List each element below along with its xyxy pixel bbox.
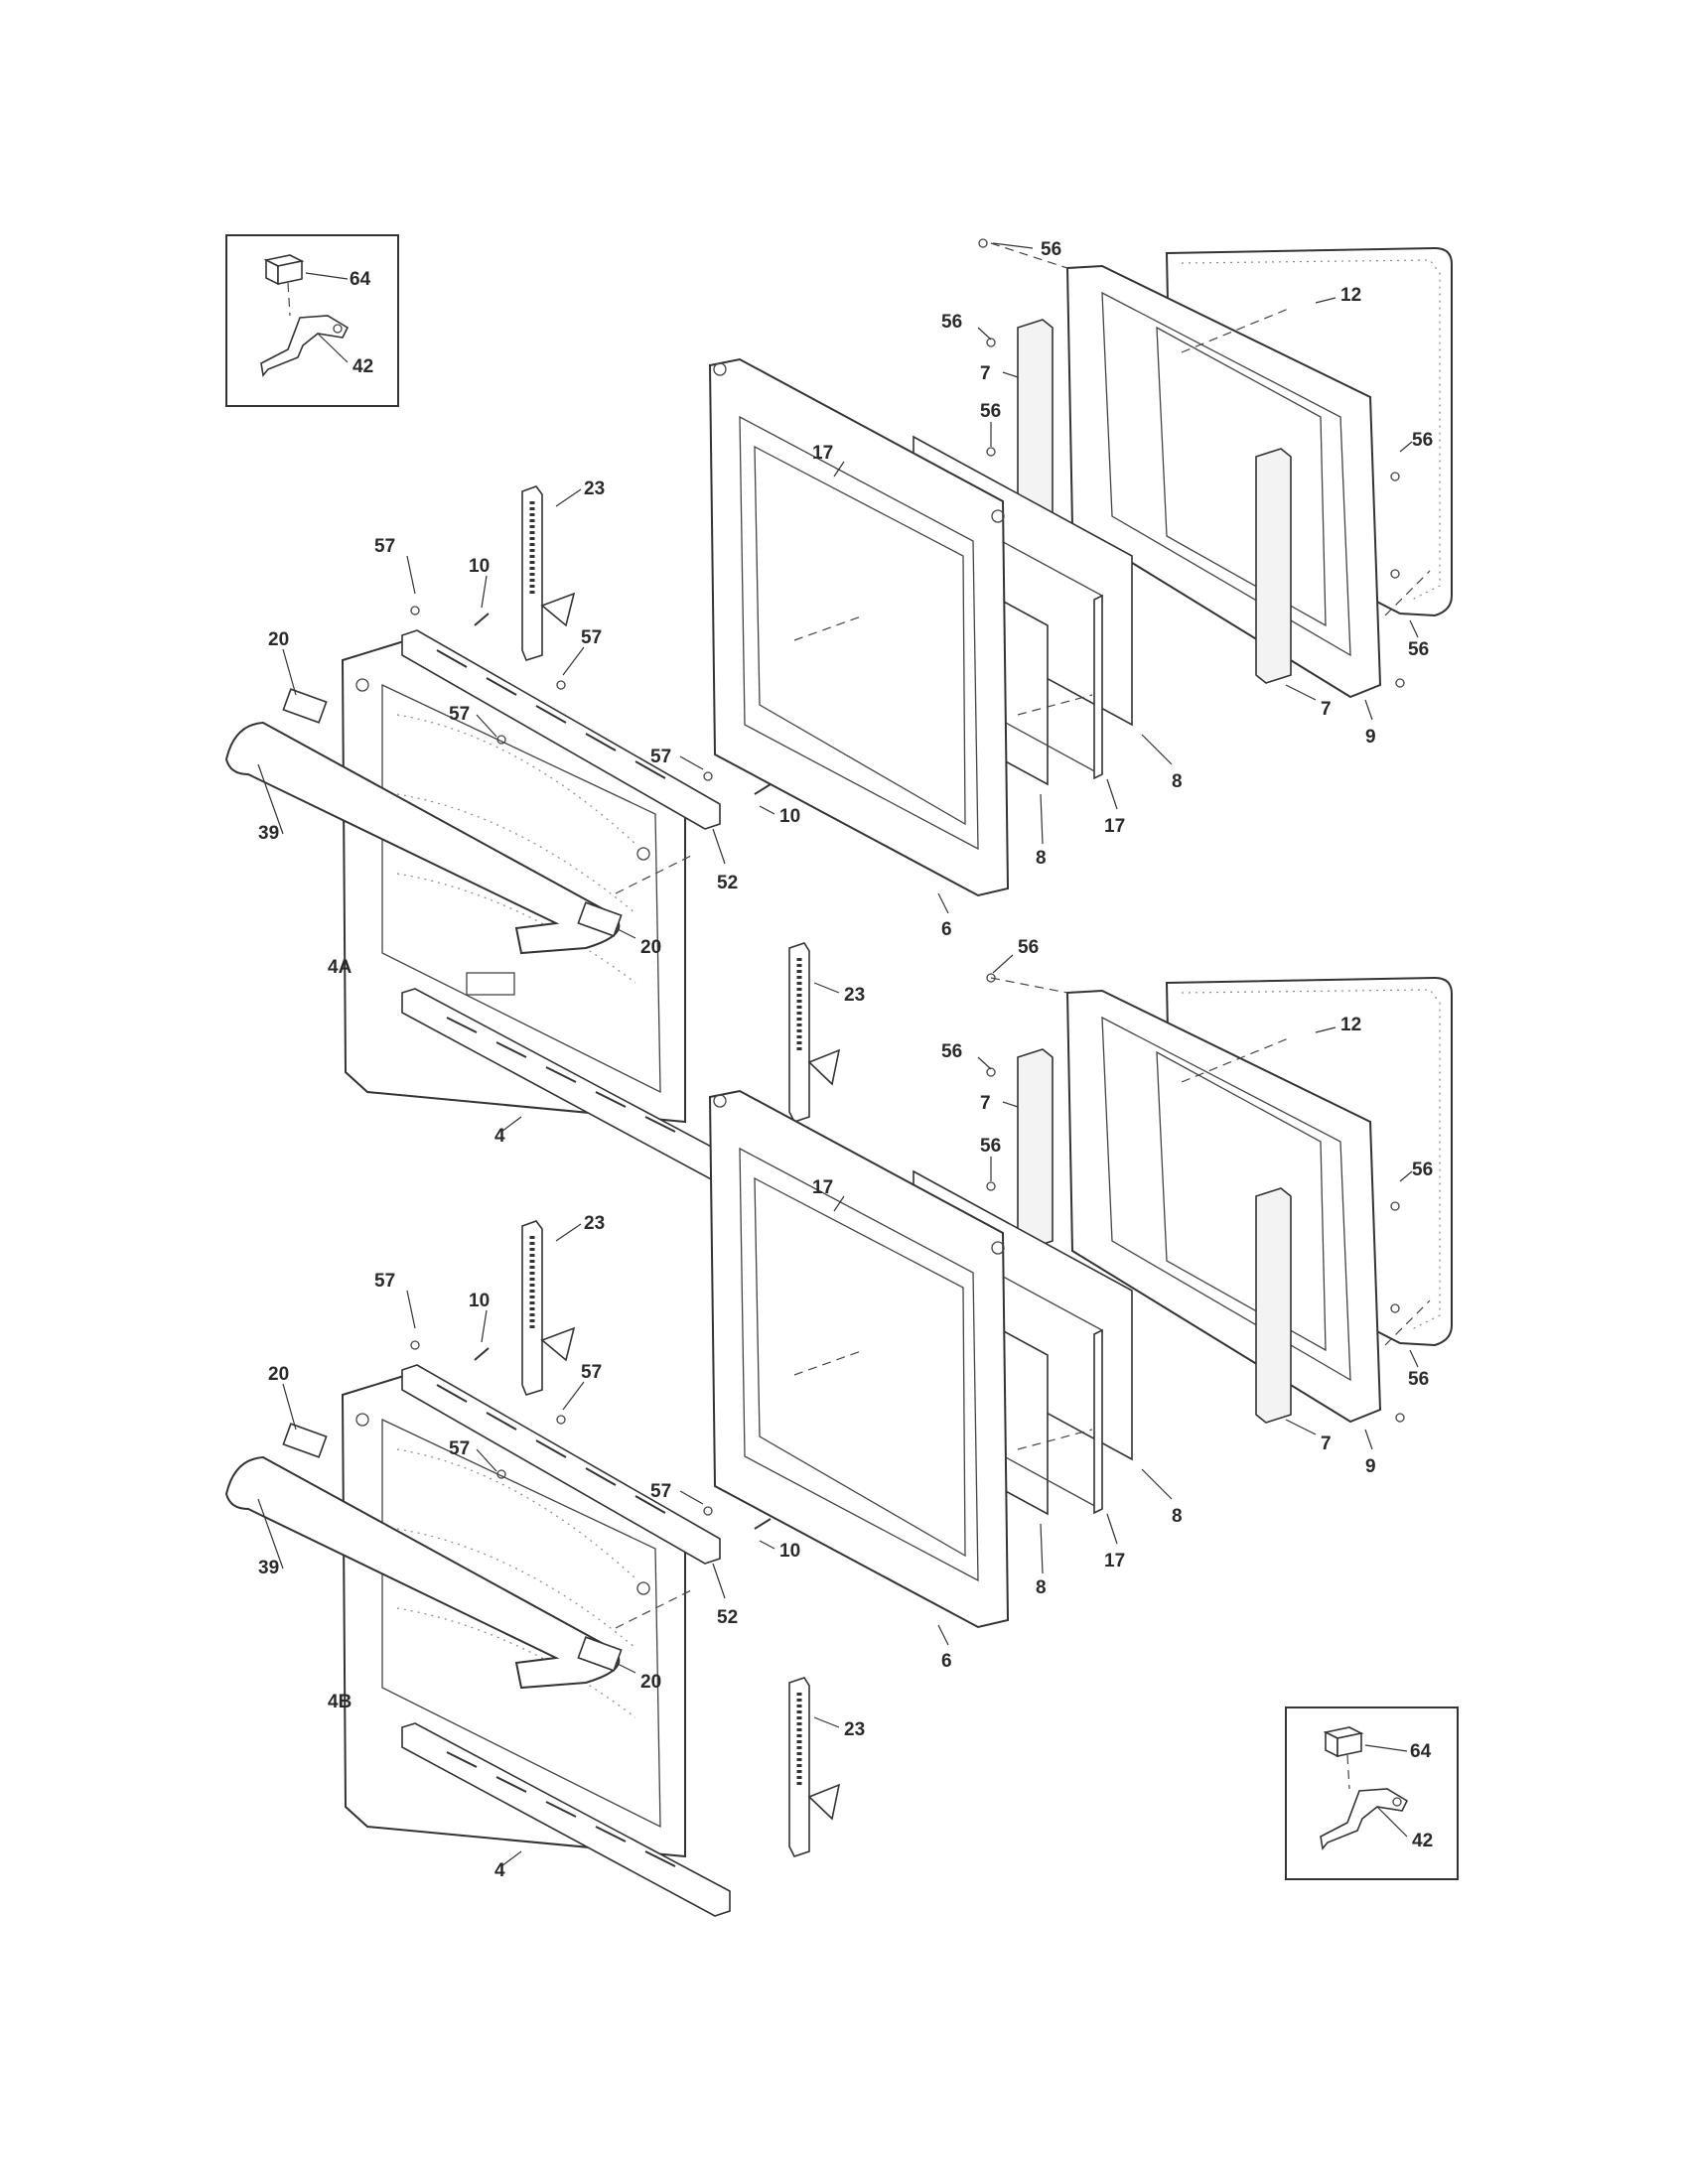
screws-lower <box>410 973 1405 1530</box>
callout-23-upper-bottom: 23 <box>844 985 865 1006</box>
callout-20-lower-b: 20 <box>640 1672 661 1693</box>
handle-mount-20-right-lower <box>577 1636 623 1672</box>
door-handle-39-lower <box>224 1455 621 1690</box>
inner-liner-9-lower <box>1065 989 1382 1424</box>
callout-7-lower-b: 7 <box>1321 1433 1332 1454</box>
door-handle-39 <box>224 721 621 955</box>
callout-57-lower-d: 57 <box>650 1481 671 1502</box>
handle-mount-20-left <box>282 688 328 724</box>
top-vent-trim-52-lower <box>401 1364 721 1565</box>
hinge-23-right <box>788 942 841 1123</box>
hinge-23-left-lower <box>521 1220 576 1396</box>
callout-20-upper-a: 20 <box>268 629 289 650</box>
callout-57-upper-c: 57 <box>449 704 470 725</box>
callout-57-lower-b: 57 <box>581 1362 602 1383</box>
spacer-block-64 <box>263 254 305 286</box>
upper-door-assembly: 23 57 10 57 20 57 57 39 10 52 20 4A 4 23… <box>224 238 1453 1182</box>
callout-56-upper-a: 56 <box>1041 239 1061 260</box>
callout-56-upper-c: 56 <box>980 401 1001 422</box>
callout-8-lower-b: 8 <box>1172 1506 1183 1527</box>
callout-57-lower-c: 57 <box>449 1438 470 1459</box>
inner-door-6 <box>708 357 1010 897</box>
callout-17-lower-a: 17 <box>812 1177 833 1198</box>
callout-8-upper-b: 8 <box>1172 771 1183 792</box>
callout-23-upper-top: 23 <box>584 478 605 499</box>
callout-56-lower-e: 56 <box>1408 1369 1429 1390</box>
callout-10-upper-b: 10 <box>779 806 800 827</box>
callout-7-upper-a: 7 <box>980 363 991 384</box>
callout-17-upper-b: 17 <box>1104 816 1125 837</box>
callout-56-lower-d: 56 <box>1412 1160 1433 1180</box>
callout-56-upper-b: 56 <box>941 312 962 333</box>
callout-64: 64 <box>350 269 371 290</box>
callout-56-upper-e: 56 <box>1408 639 1429 660</box>
insulation-7-right <box>1255 448 1292 684</box>
callout-23-lower-bottom: 23 <box>844 1719 865 1740</box>
inner-door-6-lower <box>708 1089 1010 1629</box>
callout-23-lower-top: 23 <box>584 1213 605 1234</box>
callout-17-upper-a: 17 <box>812 443 833 464</box>
insulation-7-right-lower <box>1255 1187 1292 1424</box>
callout-6-upper: 6 <box>941 919 952 940</box>
spacer-block-64-lower <box>1323 1726 1364 1758</box>
screws-upper <box>410 238 1405 795</box>
callout-52-lower: 52 <box>717 1607 738 1628</box>
callout-4A: 4A <box>328 957 352 978</box>
hinge-23-right-lower <box>788 1677 841 1857</box>
callout-39-upper: 39 <box>258 823 279 844</box>
callout-20-upper-b: 20 <box>640 937 661 958</box>
callout-8-upper-a: 8 <box>1036 848 1047 869</box>
inset-detail-top: 64 42 <box>225 234 399 407</box>
bottom-trim-4-lower <box>401 1722 731 1917</box>
callout-56-lower-c: 56 <box>980 1136 1001 1157</box>
callout-42: 42 <box>352 356 373 377</box>
inset-detail-bottom: 64 42 <box>1285 1706 1459 1880</box>
callout-56-lower-b: 56 <box>941 1041 962 1062</box>
callout-7-lower-a: 7 <box>980 1093 991 1114</box>
hinge-23-left <box>521 485 576 661</box>
insulation-7-left-lower <box>1017 1048 1054 1250</box>
callout-57-upper-a: 57 <box>374 536 395 557</box>
callout-10-upper-a: 10 <box>469 556 490 577</box>
callout-57-lower-a: 57 <box>374 1271 395 1292</box>
callout-8-lower-a: 8 <box>1036 1577 1047 1598</box>
callout-10-lower-b: 10 <box>779 1541 800 1562</box>
callout-42-lower: 42 <box>1412 1831 1433 1851</box>
callout-56-upper-d: 56 <box>1412 430 1433 451</box>
callout-9-lower: 9 <box>1365 1456 1376 1477</box>
callout-56-lower-a: 56 <box>1018 937 1039 958</box>
top-vent-trim-52 <box>401 629 721 830</box>
callout-20-lower-a: 20 <box>268 1364 289 1385</box>
callout-6-lower: 6 <box>941 1651 952 1672</box>
callout-7-upper-b: 7 <box>1321 699 1332 720</box>
bracket-42 <box>260 315 350 377</box>
callout-39-lower: 39 <box>258 1558 279 1578</box>
lower-door-assembly: 23 57 10 57 20 57 57 39 10 52 20 4B 4 23… <box>224 937 1453 1917</box>
callout-9-upper: 9 <box>1365 727 1376 748</box>
callout-4-upper: 4 <box>494 1126 505 1147</box>
callout-4-lower: 4 <box>494 1860 505 1881</box>
callout-12-upper: 12 <box>1340 285 1361 306</box>
callout-17-lower-b: 17 <box>1104 1551 1125 1571</box>
handle-mount-20-right <box>577 901 623 937</box>
bracket-42-lower <box>1320 1788 1409 1850</box>
callout-52-upper: 52 <box>717 873 738 893</box>
callout-64-lower: 64 <box>1410 1741 1432 1762</box>
callout-57-upper-b: 57 <box>581 627 602 648</box>
callout-4B: 4B <box>328 1692 352 1712</box>
handle-mount-20-left-lower <box>282 1423 328 1458</box>
callout-10-lower-a: 10 <box>469 1291 490 1311</box>
callout-12-lower: 12 <box>1340 1015 1361 1035</box>
callout-57-upper-d: 57 <box>650 747 671 767</box>
